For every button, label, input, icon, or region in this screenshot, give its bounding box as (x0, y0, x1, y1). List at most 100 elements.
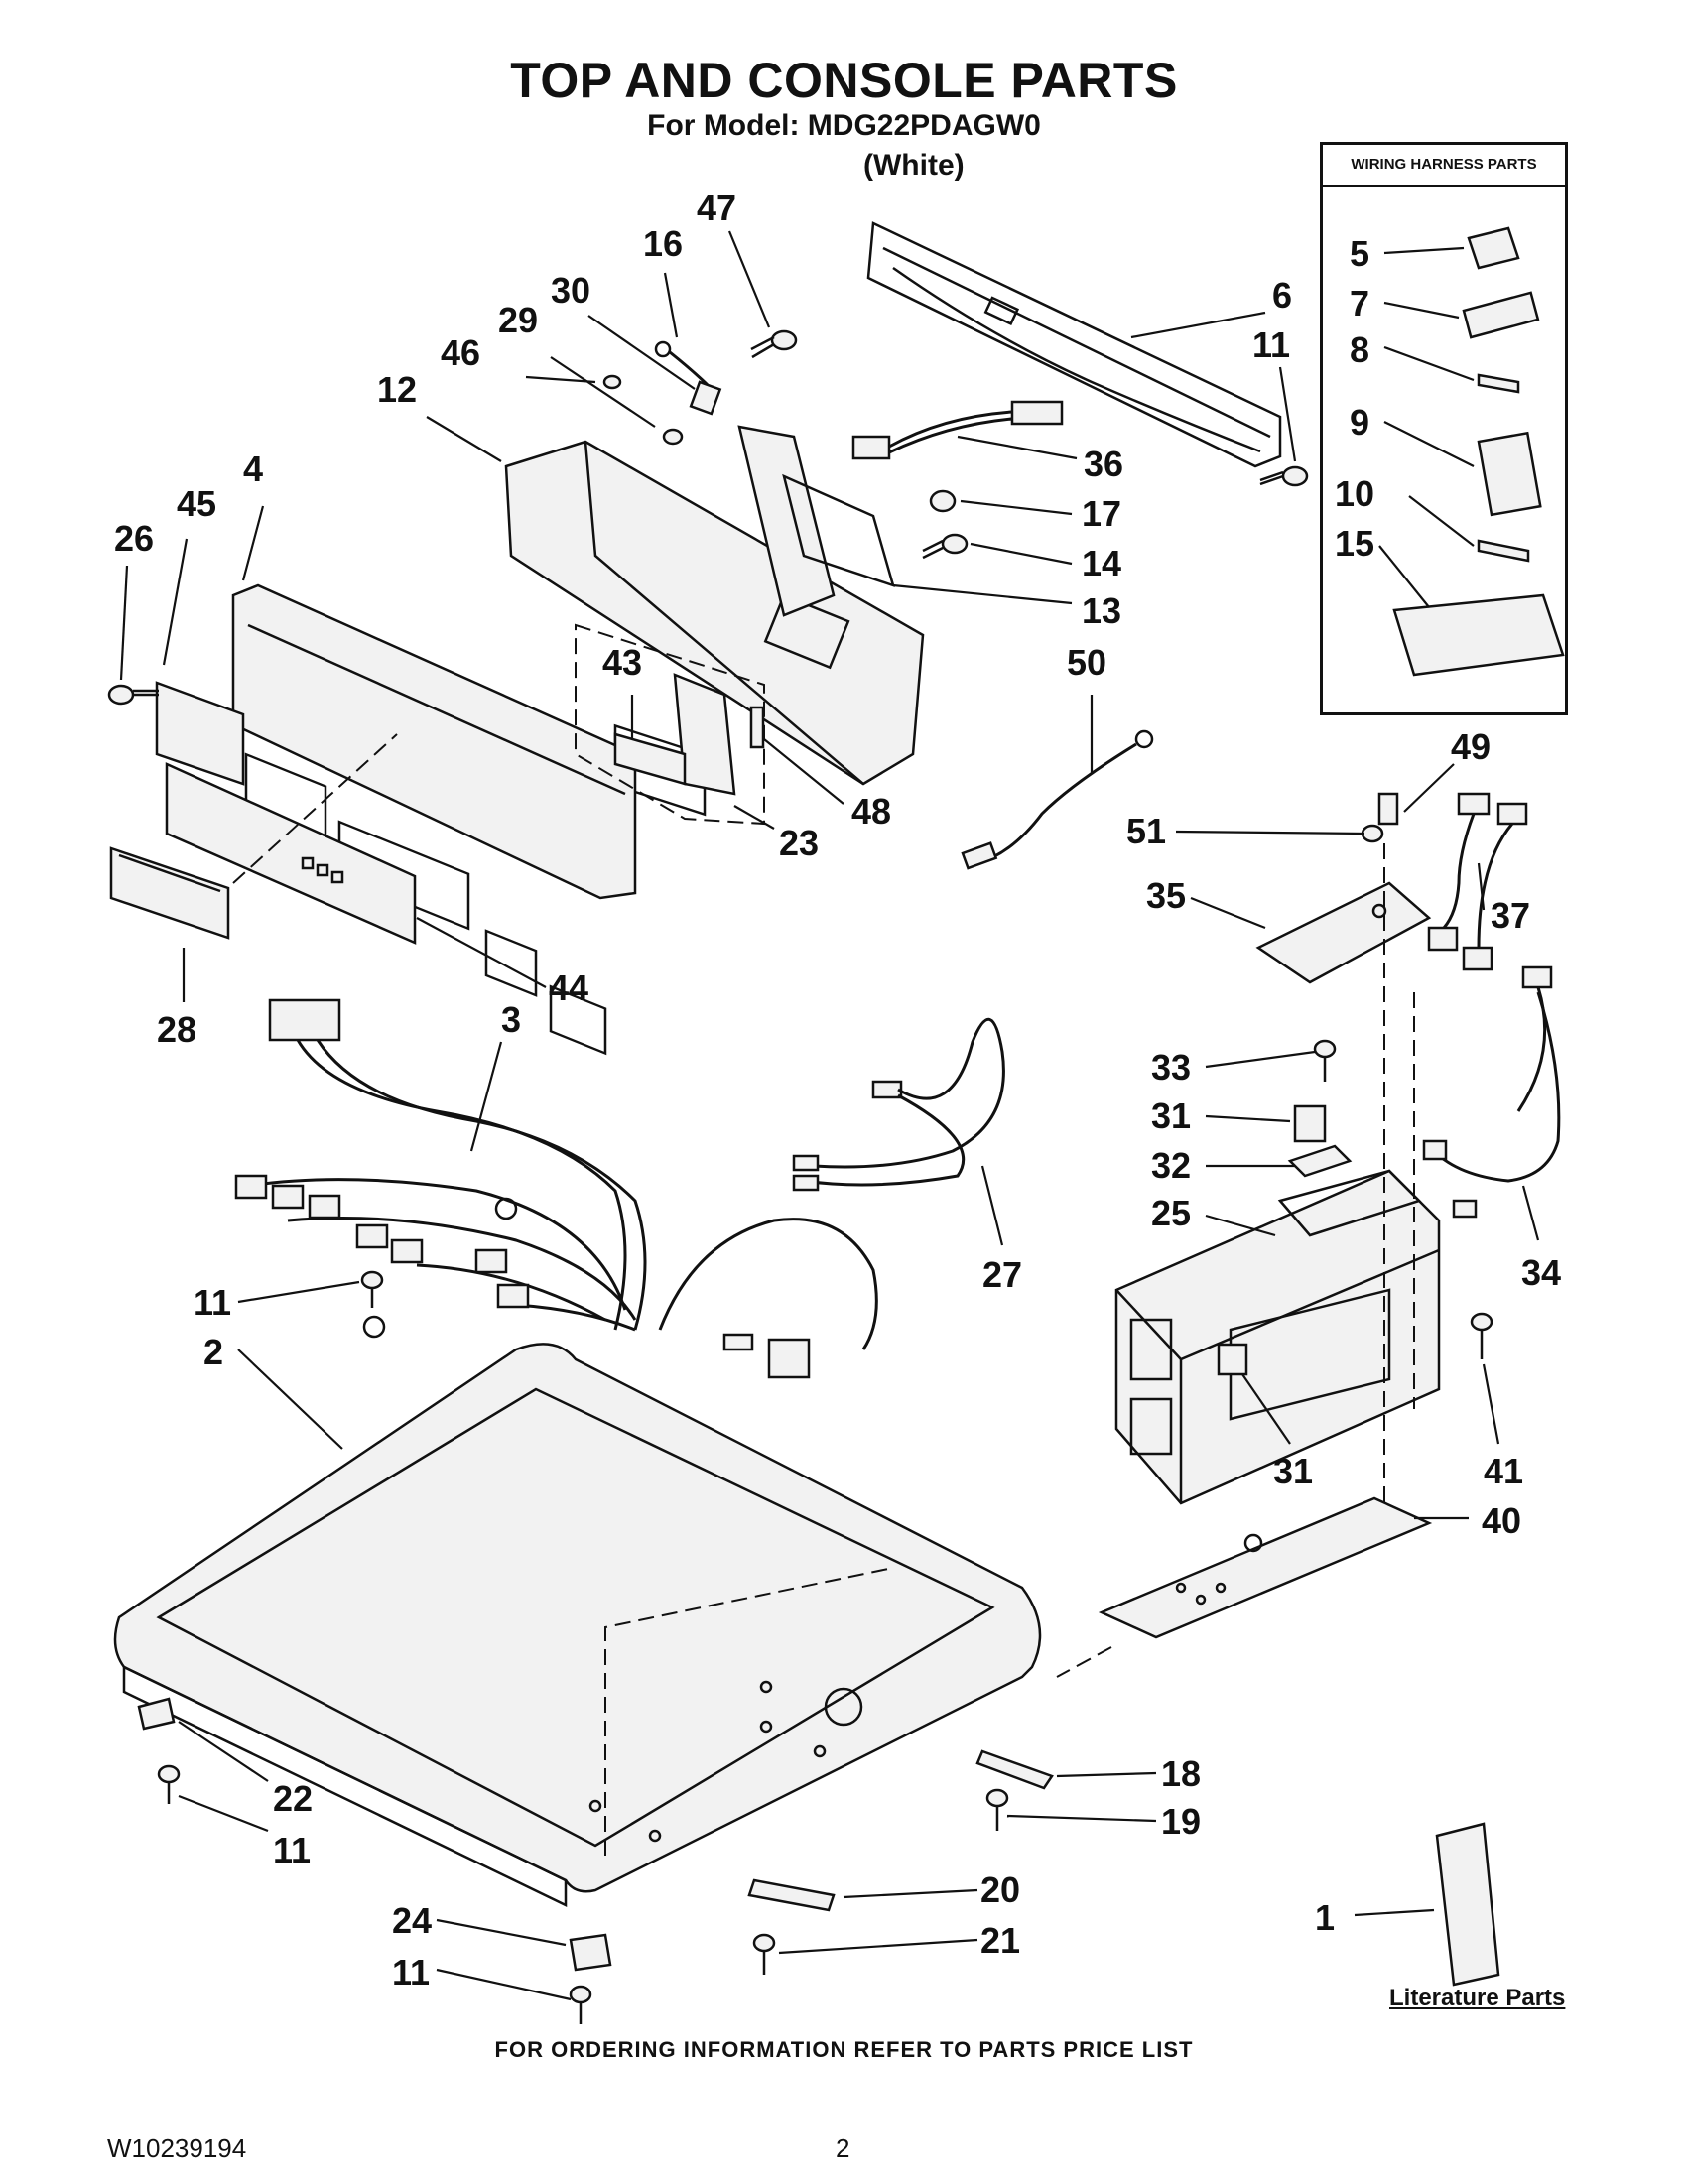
callout-30: 30 (551, 270, 590, 311)
document-number: W10239194 (107, 2133, 247, 2163)
callout-48: 48 (851, 791, 891, 832)
part-6-console-bracket (866, 221, 1282, 468)
callout-24: 24 (392, 1900, 432, 1941)
callout-25: 25 (1151, 1193, 1191, 1233)
callout-37: 37 (1491, 895, 1530, 936)
callout-36: 36 (1084, 444, 1123, 484)
part-17-knob (929, 489, 957, 513)
part-25-console-box (1114, 1169, 1441, 1505)
part-29-washer (662, 428, 684, 446)
callout-19: 19 (1161, 1801, 1201, 1842)
part-46-fastener (602, 374, 622, 390)
part-14-screw (922, 533, 969, 560)
callout-16: 16 (643, 223, 683, 264)
part-31-switch-top (1293, 1104, 1327, 1143)
part-18-bracket (975, 1749, 1054, 1790)
wiring-harness-box: WIRING HARNESS PARTS (1320, 142, 1568, 715)
callout-11-top: 11 (1252, 324, 1290, 365)
part-33-screw (1313, 1039, 1337, 1082)
part-19-screw (985, 1788, 1009, 1831)
callout-18: 18 (1161, 1753, 1201, 1794)
callout-11-left: 11 (273, 1830, 311, 1870)
callout-32: 32 (1151, 1145, 1191, 1186)
callout-46: 46 (441, 332, 480, 373)
model-line: For Model: MDG22PDAGW0 (647, 109, 1041, 142)
leader-lines (119, 230, 1540, 2001)
part-24-bracket (569, 1933, 612, 1972)
callout-21: 21 (980, 1920, 1020, 1961)
callout-45: 45 (177, 483, 216, 524)
part-50-ground-wire (961, 729, 1154, 870)
part-44-overlay (165, 762, 417, 945)
callout-31-top: 31 (1151, 1095, 1191, 1136)
part-35-cover (1255, 881, 1432, 984)
part-28-lens (109, 846, 230, 940)
callout-34: 34 (1521, 1252, 1561, 1293)
part-36-harness (851, 400, 1064, 460)
callout-17: 17 (1082, 493, 1121, 534)
callout-35: 35 (1146, 875, 1186, 916)
part-30-bracket (689, 380, 722, 416)
part-20-bracket (747, 1878, 836, 1912)
callout-22: 22 (273, 1778, 313, 1819)
callout-47: 47 (697, 188, 736, 228)
callout-33: 33 (1151, 1047, 1191, 1088)
part-26-screw (107, 684, 159, 706)
literature-parts-label: Literature Parts (1389, 1985, 1566, 2011)
callout-2: 2 (203, 1332, 223, 1372)
part-11-screw-bottom (569, 1985, 592, 2024)
part-47-screw (750, 329, 798, 359)
part-22-bracket (137, 1697, 176, 1731)
callout-12: 12 (377, 369, 417, 410)
part-2-top-panel (113, 1343, 1042, 1907)
part-1-literature (1435, 1822, 1500, 1987)
part-11-screw-left (157, 1764, 181, 1804)
ordering-note: FOR ORDERING INFORMATION REFER TO PARTS … (494, 2037, 1194, 2062)
part-8-terminal (1477, 373, 1520, 394)
part-7-housing (1462, 291, 1540, 339)
part-51-nut (1361, 824, 1384, 843)
page-title: TOP AND CONSOLE PARTS (510, 53, 1178, 108)
callout-41: 41 (1484, 1451, 1523, 1491)
callout-27: 27 (982, 1254, 1022, 1295)
callout-26: 26 (114, 518, 154, 559)
callout-40: 40 (1482, 1500, 1521, 1541)
part-31-switch-box (1217, 1343, 1248, 1376)
part-11-screw-top (1259, 465, 1309, 487)
part-9-connector (1477, 431, 1542, 517)
callout-harness-9: 9 (1350, 402, 1369, 443)
part-41-screw (1470, 1312, 1493, 1359)
callout-13: 13 (1082, 590, 1121, 631)
part-45-window (155, 681, 245, 786)
callout-harness-15: 15 (1335, 523, 1374, 564)
callout-3: 3 (501, 999, 521, 1040)
callout-14: 14 (1082, 543, 1121, 583)
callout-23: 23 (779, 823, 819, 863)
part-37-harness (1427, 792, 1553, 1112)
page-number: 2 (836, 2133, 850, 2163)
color-line: (White) (863, 149, 965, 182)
part-15-connector (1392, 593, 1565, 677)
wiring-harness-title: WIRING HARNESS PARTS (1323, 145, 1565, 187)
assembly-line-panel (604, 1567, 894, 1856)
callout-43: 43 (602, 642, 642, 683)
part-5-clip (1467, 226, 1520, 270)
part-12-console-housing (504, 440, 925, 817)
callout-harness-7: 7 (1350, 283, 1369, 323)
callout-harness-8: 8 (1350, 329, 1369, 370)
part-49-switch (1377, 792, 1399, 826)
part-23-board-assembly (575, 623, 765, 826)
callout-1: 1 (1315, 1897, 1335, 1938)
callout-20: 20 (980, 1869, 1020, 1910)
callout-harness-5: 5 (1350, 233, 1369, 274)
part-32-bracket (1287, 1144, 1353, 1178)
assembly-line-console (232, 733, 398, 884)
callout-harness-10: 10 (1335, 473, 1374, 514)
callout-51: 51 (1126, 811, 1166, 851)
callout-labels: 47 16 30 29 46 12 6 11 36 17 14 13 4 45 … (114, 188, 1561, 1992)
callout-29: 29 (498, 300, 538, 340)
callout-6: 6 (1272, 275, 1292, 316)
part-48-strip (749, 706, 765, 749)
callout-49: 49 (1451, 726, 1491, 767)
